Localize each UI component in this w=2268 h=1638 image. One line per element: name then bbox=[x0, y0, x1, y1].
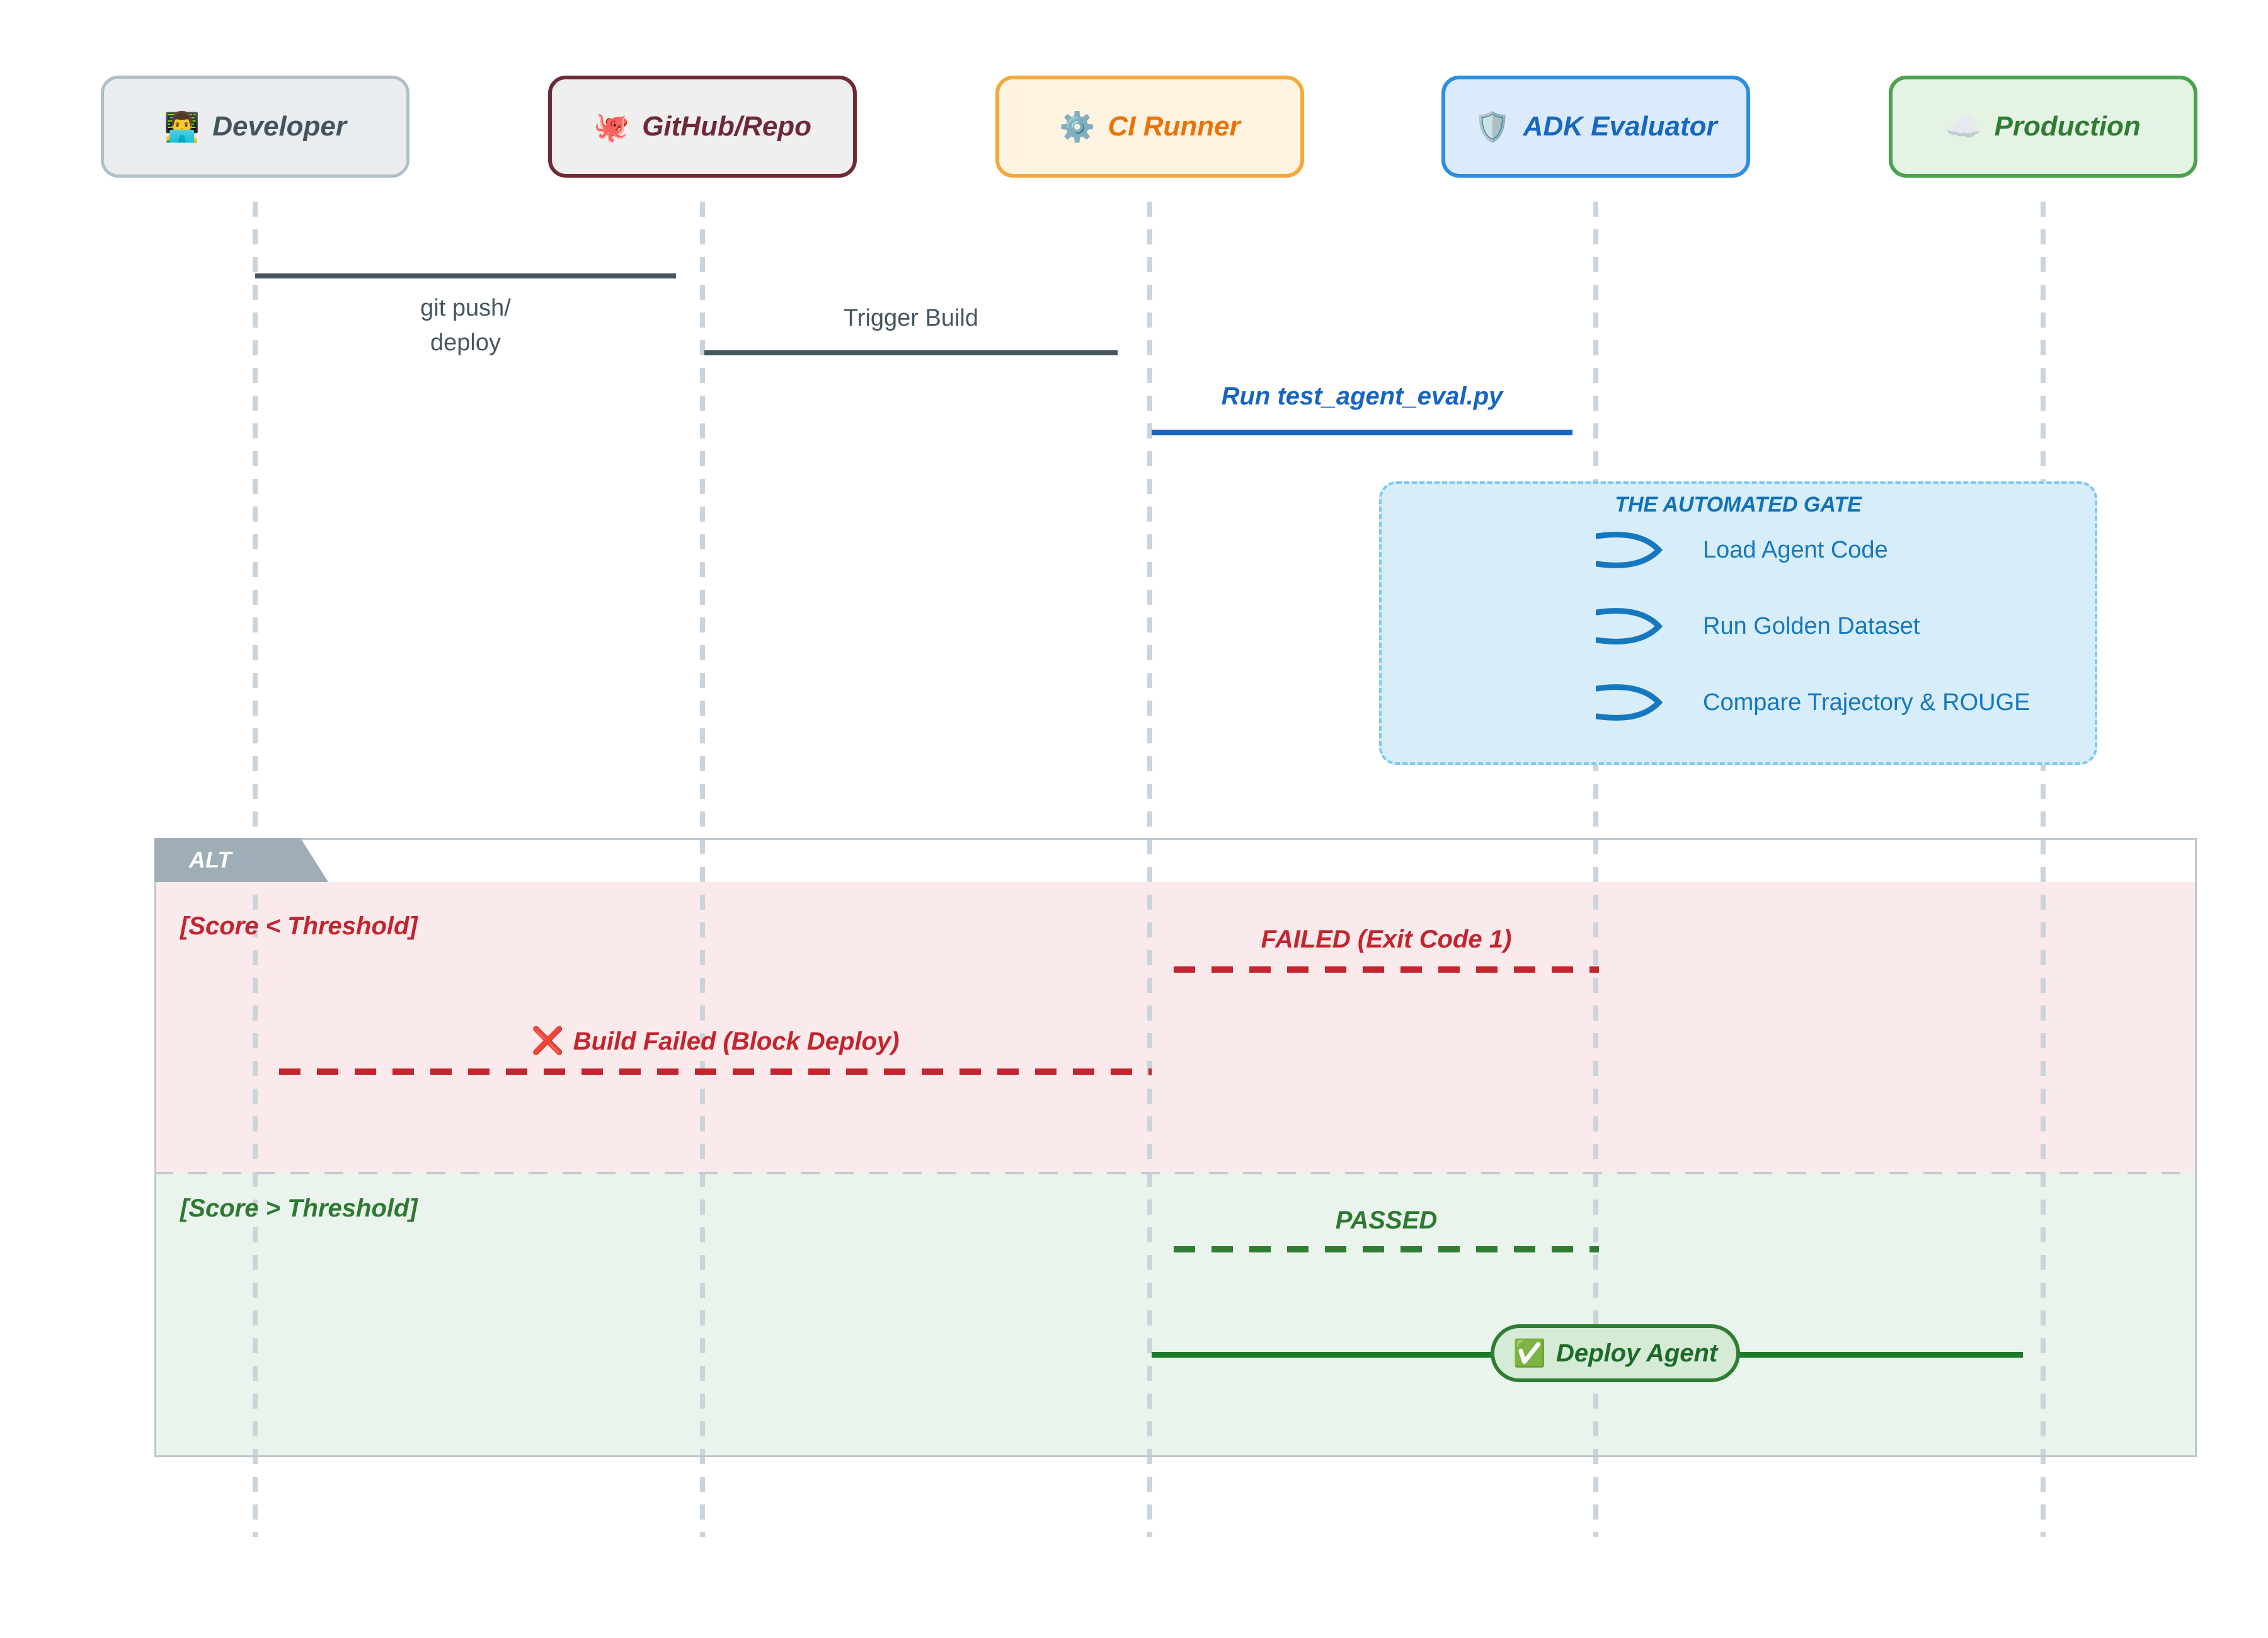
note-item-label: Load Agent Code bbox=[1703, 536, 1888, 563]
shield-icon: 🛡️ bbox=[1474, 110, 1511, 143]
note-item-label: Compare Trajectory & ROUGE bbox=[1703, 689, 2030, 716]
actor-production: ☁️ Production bbox=[1889, 76, 2197, 178]
alt-pass-condition: [Score > Threshold] bbox=[180, 1194, 418, 1222]
alt-frame-label: ALT bbox=[154, 838, 328, 882]
msg-passed-line bbox=[1174, 1246, 1599, 1252]
self-loop-icon bbox=[1596, 532, 1663, 568]
deploy-agent-pill: ✅ Deploy Agent bbox=[1491, 1324, 1740, 1382]
self-loop-icon bbox=[1596, 684, 1663, 721]
msg-run-eval-label: Run test_agent_eval.py bbox=[1221, 382, 1503, 410]
alt-pass-section-bg bbox=[156, 1173, 2195, 1455]
msg-git-push-line bbox=[255, 273, 676, 278]
cross-mark-icon: ❌ bbox=[531, 1026, 564, 1055]
msg-git-push-label-line1: git push/ bbox=[420, 295, 511, 321]
lifeline-github bbox=[700, 202, 705, 1537]
msg-passed-label: PASSED bbox=[1335, 1206, 1438, 1234]
note-item-compare-trajectory: Compare Trajectory & ROUGE bbox=[1596, 682, 2030, 723]
msg-failed-line bbox=[1174, 966, 1599, 973]
check-mark-icon: ✅ bbox=[1513, 1337, 1546, 1368]
lifeline-adk bbox=[1593, 202, 1598, 1537]
gear-icon: ⚙️ bbox=[1059, 110, 1096, 143]
note-automated-gate: THE AUTOMATED GATE Load Agent Code Run G… bbox=[1379, 481, 2097, 765]
octopus-icon: 🐙 bbox=[593, 110, 630, 143]
note-item-run-golden-dataset: Run Golden Dataset bbox=[1596, 605, 1920, 647]
msg-build-failed-label: ❌ Build Failed (Block Deploy) bbox=[279, 1022, 1152, 1060]
msg-git-push-label-line2: deploy bbox=[430, 329, 501, 357]
msg-failed-label: FAILED (Exit Code 1) bbox=[1261, 925, 1512, 953]
msg-build-failed-text: Build Failed (Block Deploy) bbox=[573, 1028, 900, 1055]
alt-divider bbox=[154, 1172, 2197, 1174]
note-item-load-agent-code: Load Agent Code bbox=[1596, 529, 1888, 571]
actor-ci-label: CI Runner bbox=[1108, 111, 1240, 142]
actor-developer: 👨‍💻 Developer bbox=[101, 76, 410, 178]
actor-github-repo: 🐙 GitHub/Repo bbox=[548, 76, 857, 178]
developer-icon: 👨‍💻 bbox=[163, 110, 200, 143]
actor-production-label: Production bbox=[1994, 111, 2141, 142]
note-item-label: Run Golden Dataset bbox=[1703, 612, 1920, 639]
actor-github-label: GitHub/Repo bbox=[642, 111, 812, 142]
alt-fail-condition: [Score < Threshold] bbox=[180, 912, 418, 940]
alt-frame bbox=[154, 838, 2197, 1457]
msg-trigger-build-label: Trigger Build bbox=[843, 305, 978, 331]
actor-developer-label: Developer bbox=[212, 111, 347, 142]
self-loop-icon bbox=[1596, 608, 1663, 644]
msg-run-eval-line bbox=[1152, 430, 1572, 435]
note-title: THE AUTOMATED GATE bbox=[1615, 493, 1862, 517]
msg-build-failed-line bbox=[279, 1068, 1152, 1075]
deploy-agent-label: Deploy Agent bbox=[1555, 1339, 1718, 1367]
actor-ci-runner: ⚙️ CI Runner bbox=[995, 76, 1304, 178]
actor-adk-evaluator: 🛡️ ADK Evaluator bbox=[1441, 76, 1750, 178]
actor-adk-label: ADK Evaluator bbox=[1523, 111, 1717, 142]
lifeline-production bbox=[2041, 202, 2046, 1537]
alt-fail-section-bg bbox=[156, 882, 2195, 1173]
msg-git-push-label: git push/ deploy bbox=[255, 291, 676, 360]
msg-trigger-build-line bbox=[704, 350, 1118, 355]
lifeline-ci-runner bbox=[1147, 202, 1152, 1537]
cloud-icon: ☁️ bbox=[1945, 110, 1982, 143]
